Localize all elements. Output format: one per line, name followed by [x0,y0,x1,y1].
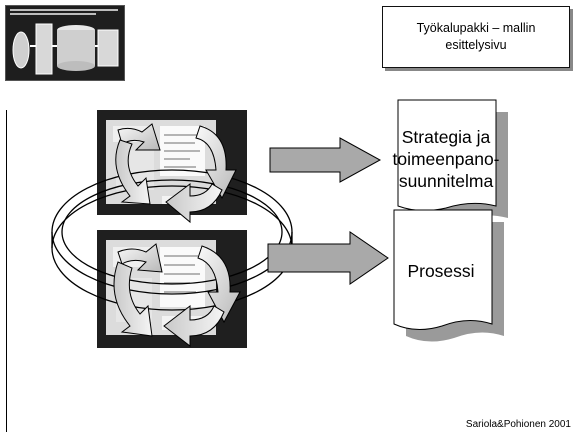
thumbnail-diagram [12,23,119,75]
document-icon [393,209,504,342]
strategy-line-3: suunnitelma [398,171,494,191]
document-icon [397,99,508,223]
strategy-line-2: toimeenpano- [392,149,500,169]
cycle-arrows-icon [51,123,293,348]
title-line-2: esittelysivu [445,38,507,52]
footer-credit: Sariola&Pohionen 2001 [465,419,571,430]
title-line-1: Työkalupakki – mallin [416,21,536,35]
page-title: Työkalupakki – mallin esittelysivu [382,6,570,68]
thumbnail-caption [10,9,118,19]
process-document-label: Prosessi [407,261,475,281]
strategy-document-label: Strategia ja toimeenpano- suunnitelma [386,126,506,192]
right-arrow-icon [267,231,389,285]
right-arrow-icon [269,137,382,183]
slide-border [6,110,7,432]
model-thumbnail[interactable] [5,5,125,81]
strategy-line-1: Strategia ja [401,127,491,147]
